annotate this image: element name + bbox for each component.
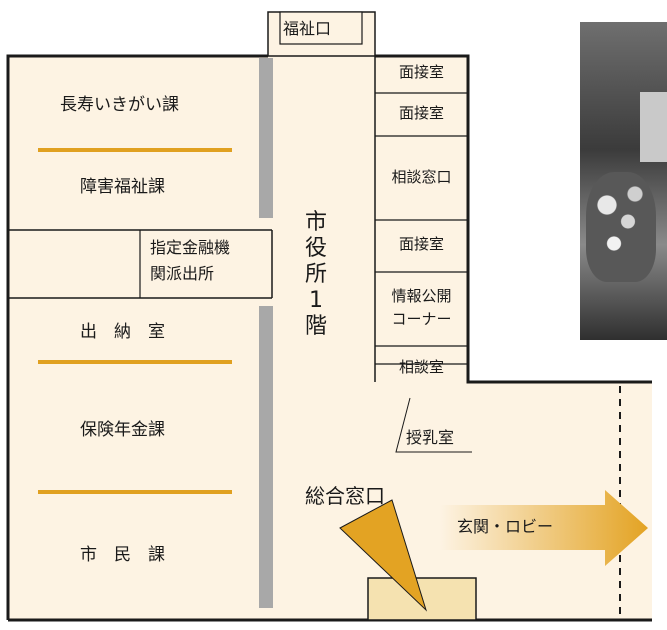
floor-title-char-2: 所	[304, 262, 327, 287]
room-soudanshitsu: 相談室	[398, 358, 444, 376]
counter-bar-upper	[259, 58, 273, 218]
lobby-arrow	[440, 490, 648, 566]
sogo-counter	[367, 577, 477, 621]
junyu-pointer	[395, 397, 472, 453]
room-mensetsu-1: 面接室	[398, 63, 444, 81]
floor-title-char-1: 役	[304, 236, 327, 261]
lobby-photo	[580, 22, 667, 340]
photo-flowers	[586, 172, 656, 282]
room-junyu: 授乳室	[406, 428, 455, 447]
room-suitou: 出 納 室	[80, 322, 165, 342]
floor-title: 市 役 所 1 階	[301, 210, 331, 340]
counter-bar-lower	[259, 306, 273, 608]
room-shogai: 障害福祉課	[80, 177, 165, 197]
photo-window	[640, 92, 667, 162]
genkan-lobby-label: 玄関・ロビー	[457, 517, 554, 536]
room-mensetsu-2: 面接室	[398, 104, 444, 122]
entrance-top-label: 福祉口	[283, 19, 332, 38]
room-soudan-madoguchi: 相談窓口	[391, 168, 452, 186]
room-mensetsu-3: 面接室	[398, 235, 444, 253]
room-shitei-line1: 指定金融機	[150, 238, 231, 257]
room-shitei-line2: 関派出所	[150, 264, 215, 283]
sogo-madoguchi-label: 総合窓口	[305, 484, 385, 508]
floor-title-char-0: 市	[304, 210, 327, 235]
room-joho-line1: 情報公開	[391, 287, 452, 305]
lobby-area	[468, 382, 652, 620]
sogo-pointer	[339, 499, 428, 612]
room-shimin: 市 民 課	[80, 545, 165, 565]
floor-title-char-3: 1	[309, 288, 323, 313]
entrance-top-inner	[279, 11, 363, 45]
outer-wall	[6, 54, 652, 620]
room-choju: 長寿いきがい課	[60, 95, 179, 115]
room-hoken: 保険年金課	[80, 420, 165, 440]
room-joho-line2: コーナー	[391, 310, 452, 328]
floor-title-char-4: 階	[304, 314, 327, 339]
